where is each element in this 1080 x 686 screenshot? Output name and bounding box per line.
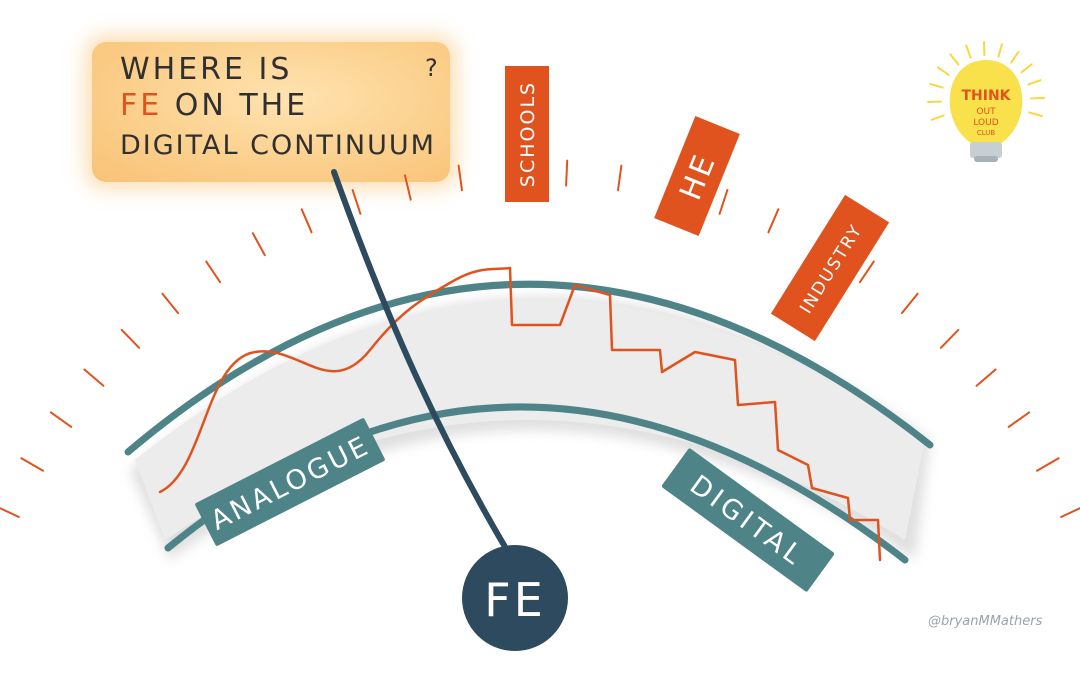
- bulb-base-cap-icon: [974, 156, 998, 162]
- gauge-tick: [1036, 457, 1060, 472]
- gauge-tick: [49, 411, 73, 428]
- needle-knob-label: FE: [484, 573, 546, 627]
- marker-schools: SCHOOLS: [505, 66, 549, 202]
- think-out-loud-logo: THINK OUT LOUD CLUB: [927, 41, 1045, 162]
- marker-industry: INDUSTRY: [770, 194, 890, 342]
- logo-line-4: CLUB: [977, 129, 996, 137]
- bulb-ray: [949, 53, 960, 66]
- bulb-ray: [965, 44, 972, 59]
- gauge-tick: [351, 189, 362, 215]
- gauge-tick: [718, 189, 729, 215]
- bulb-icon: [949, 60, 1023, 150]
- bulb-ray: [997, 43, 1003, 58]
- title-fe-accent: FE: [120, 88, 163, 123]
- logo-line-2: OUT: [976, 107, 996, 117]
- gauge-tick: [300, 208, 313, 234]
- gauge-tick: [767, 208, 780, 234]
- title-callout: [92, 42, 450, 182]
- bulb-base-icon: [970, 142, 1002, 158]
- bulb-rays-icon: [927, 41, 1045, 121]
- gauge-tick: [1007, 411, 1031, 428]
- gauge-tick: [565, 159, 569, 187]
- gauge-outer-arc: [124, 280, 934, 456]
- needle: [331, 169, 511, 555]
- gauge-tick: [900, 292, 919, 315]
- bulb-ray: [1028, 111, 1043, 117]
- bulb-ray: [1027, 79, 1042, 86]
- logo-line-3: LOUD: [973, 118, 998, 128]
- bulb-ray: [936, 66, 950, 76]
- gauge-tick: [0, 507, 20, 518]
- gauge-tick: [404, 174, 412, 201]
- gauge-tick: [1060, 507, 1080, 518]
- gauge-tick: [858, 260, 875, 284]
- gauge-tick: [20, 457, 44, 472]
- gauge-tick: [120, 328, 141, 349]
- bulb-ray: [1020, 63, 1033, 74]
- artist-credit: @bryanMMathers: [928, 614, 1043, 629]
- title-line-2: FE ON THE: [120, 88, 308, 123]
- bulb-ray: [930, 114, 945, 121]
- gauge-tick: [161, 292, 180, 315]
- gauge-tick: [205, 260, 222, 284]
- title-line-3: DIGITAL CONTINUUM: [120, 130, 436, 161]
- title-question-mark: ?: [425, 54, 438, 82]
- gauge-band: [135, 299, 925, 540]
- title-line-2-rest: ON THE: [162, 88, 309, 123]
- gauge-tick: [457, 164, 463, 192]
- needle-knob: FE: [462, 545, 568, 651]
- gauge-tick: [975, 368, 997, 387]
- gauge-tick: [83, 368, 105, 387]
- bulb-ray: [929, 83, 944, 89]
- marker-schools-label: SCHOOLS: [517, 81, 539, 187]
- title-line-1: WHERE IS: [120, 52, 293, 87]
- logo-line-1: THINK: [961, 88, 1011, 104]
- gauge-tick: [617, 164, 623, 192]
- marker-he: HE: [654, 116, 740, 236]
- gauge-tick: [251, 232, 266, 257]
- gauge-tick: [939, 328, 960, 349]
- bulb-ray: [1010, 50, 1020, 64]
